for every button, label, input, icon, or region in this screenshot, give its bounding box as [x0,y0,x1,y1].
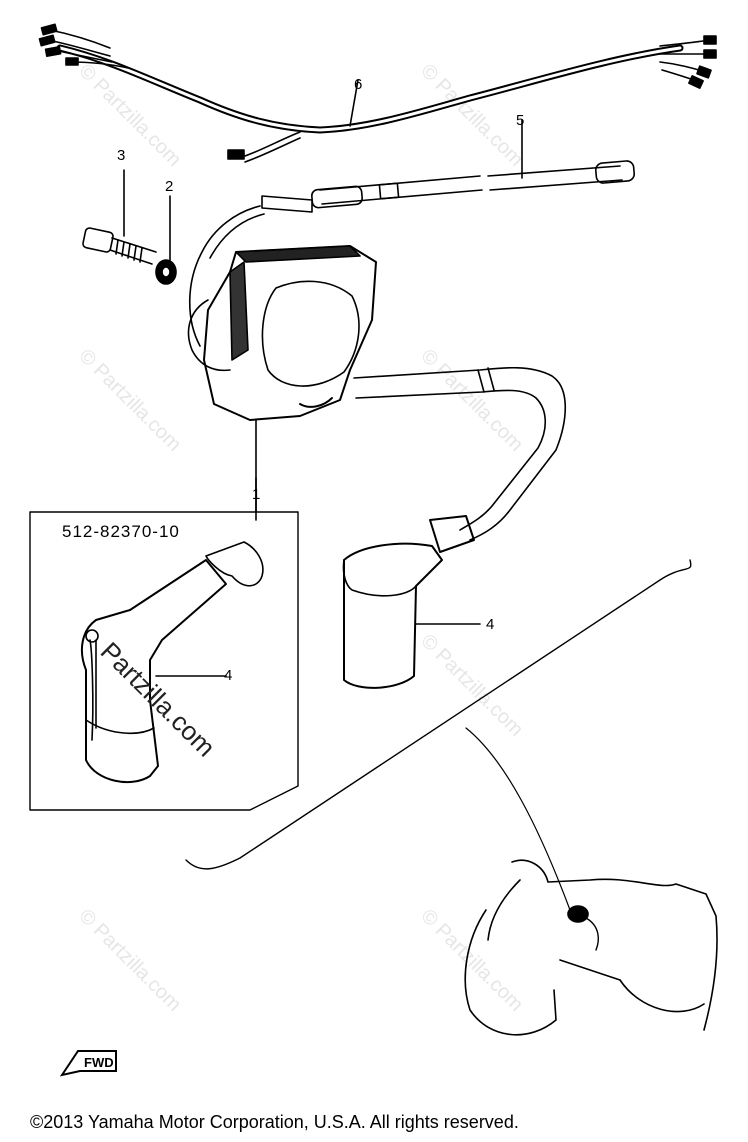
callout-6: 6 [354,76,363,93]
plug-cap-part-4 [342,515,481,689]
copyright-notice: ©2013 Yamaha Motor Corporation, U.S.A. A… [30,1112,519,1132]
callout-3: 3 [117,147,126,164]
ignition-coil-part-1 [187,195,567,541]
callout-5: 5 [516,112,525,129]
callout-4-inset: 4 [224,667,233,684]
high-tension-cord-part-5 [311,119,636,209]
callout-2: 2 [165,178,174,195]
inset-part-number: 512-82370-10 [62,522,180,541]
motorcycle-outline [464,727,718,1036]
inset-frame [29,477,299,811]
callout-1: 1 [252,486,261,503]
callout-4-main: 4 [486,616,495,633]
wire-harness-part-6 [38,23,717,163]
fwd-label: FWD [84,1055,114,1070]
section-divider [185,559,692,870]
washer-part-2 [155,195,177,285]
bolt-part-3 [82,169,157,265]
forward-arrow-icon: FWD [59,1050,117,1077]
